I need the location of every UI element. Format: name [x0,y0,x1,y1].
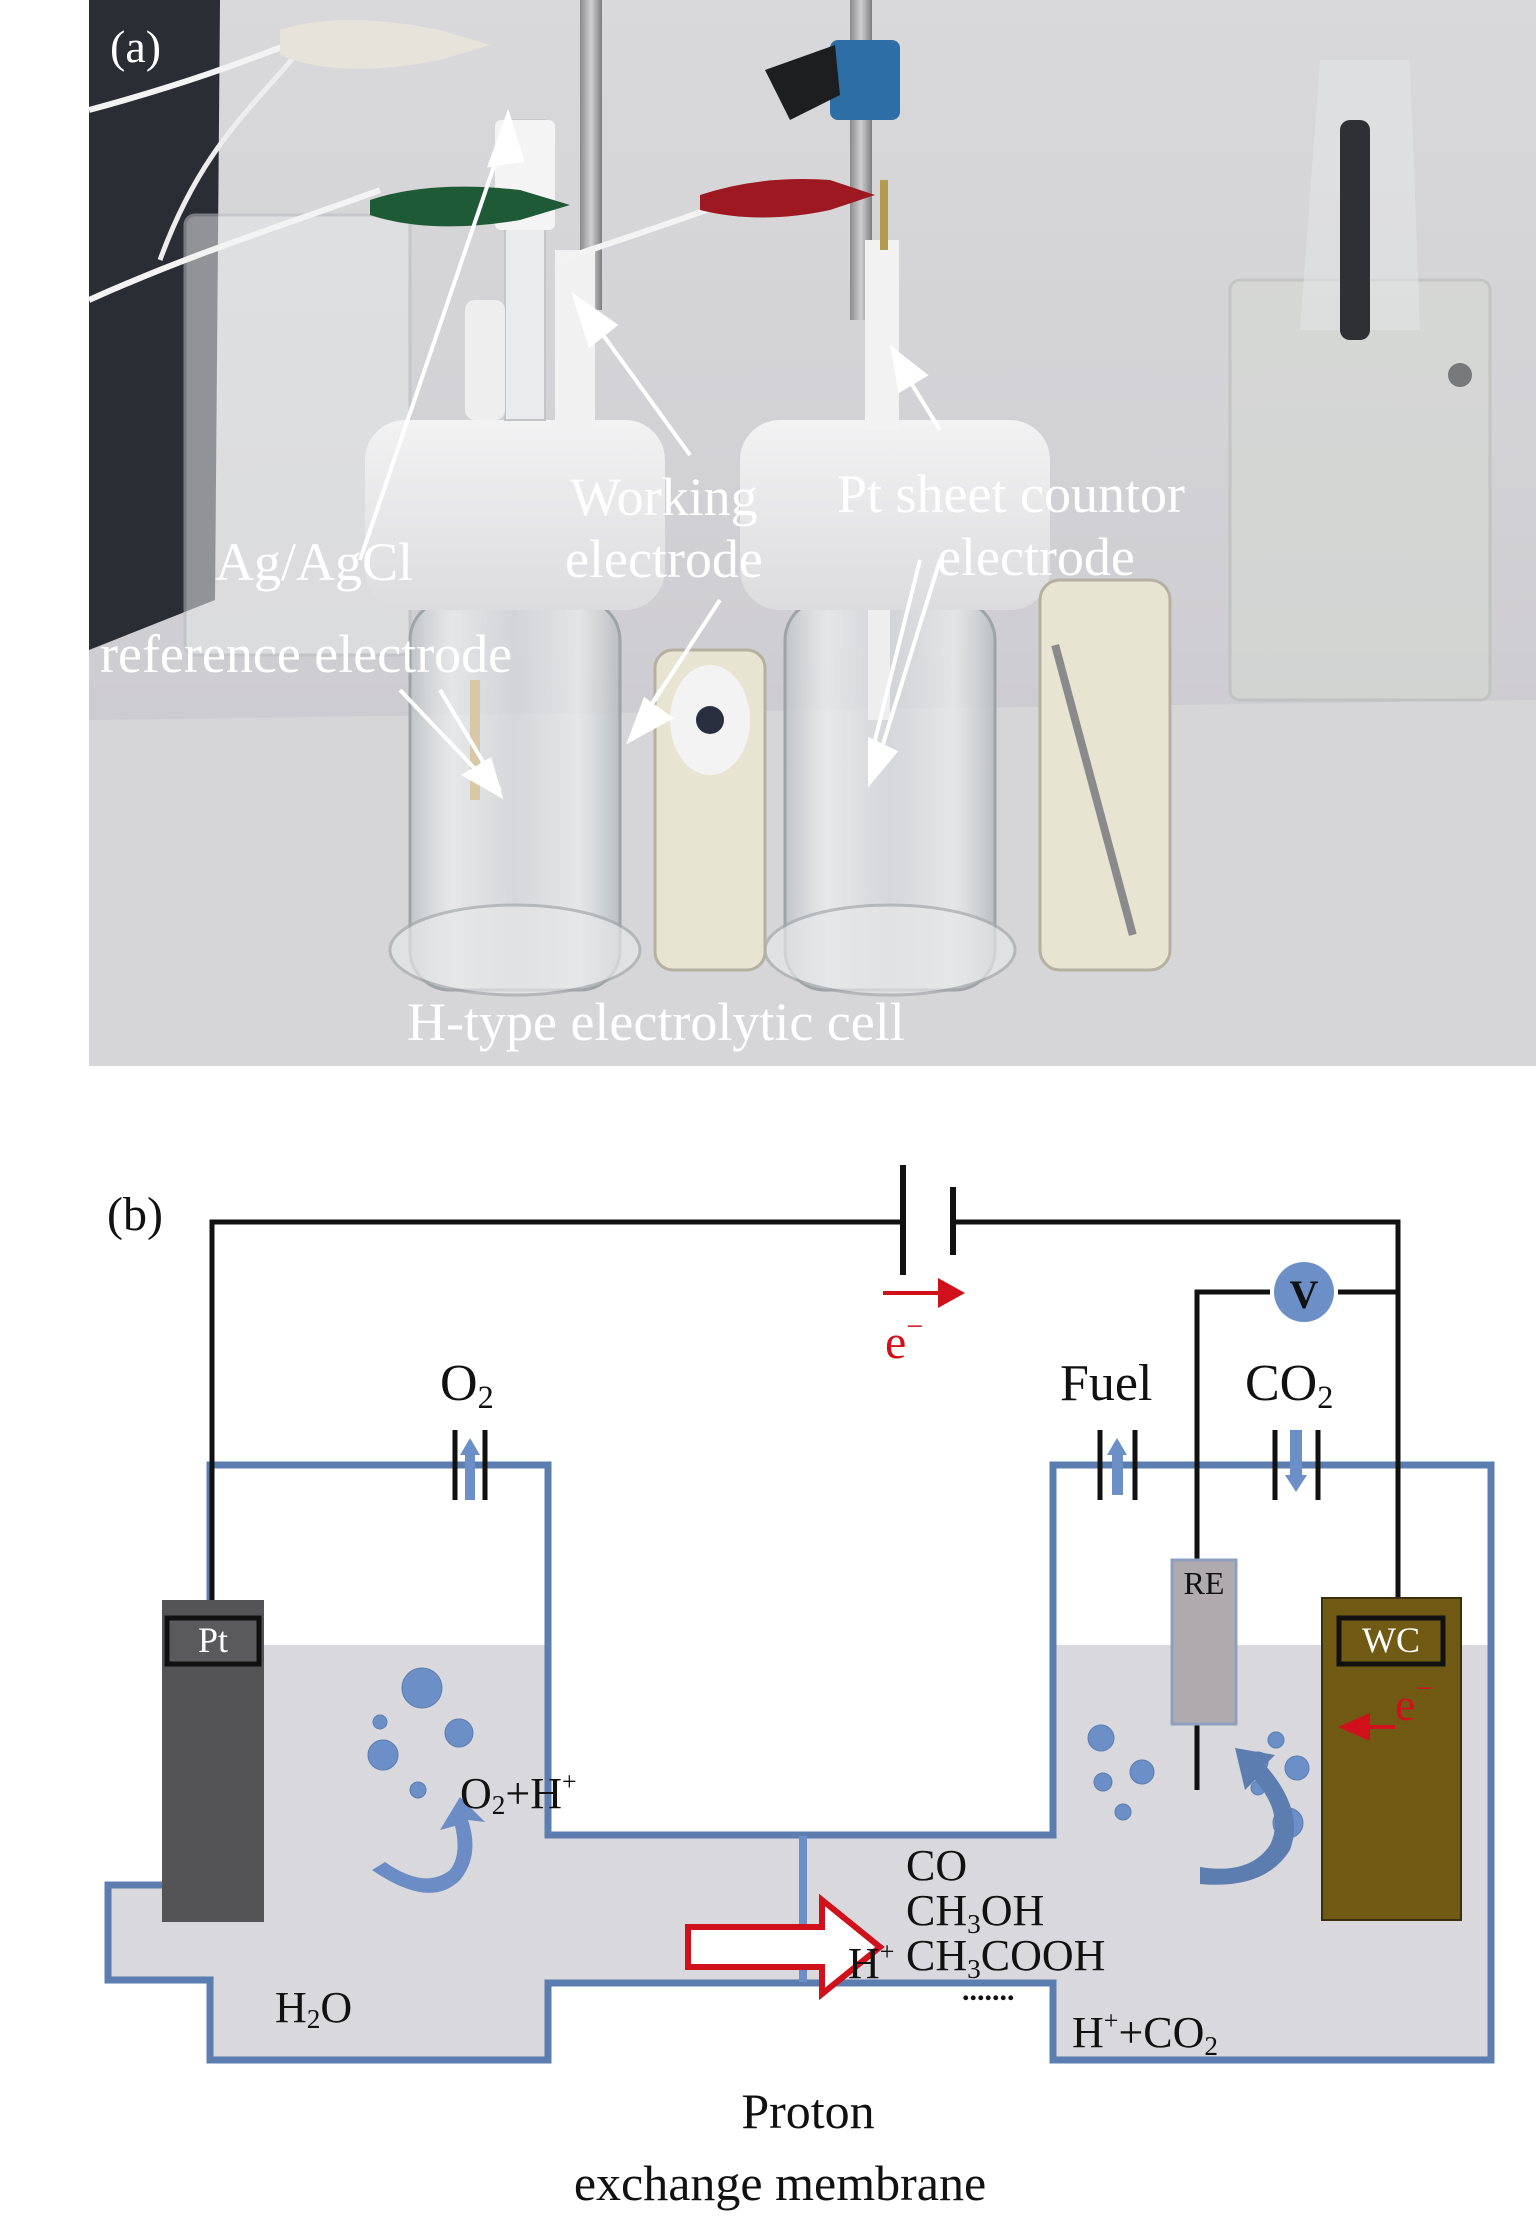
electron-label-top: e− [885,1310,923,1369]
clamp-knob [765,45,840,120]
bubbles [367,1667,1310,1839]
h-cell-outline [104,1461,1495,2064]
product-methanol: CH3OH [906,1886,1044,1939]
voltmeter-label: V [1290,1272,1319,1317]
voltmeter: V [1274,1262,1334,1322]
reference-electrode: RE [1170,1558,1238,1726]
background-knob [1448,363,1472,387]
proton-label: H+ [848,1937,894,1988]
anode-product-label: O2+H+ [460,1767,577,1820]
fuel-port [1097,1430,1138,1500]
wc-electron-arrowhead [1338,1713,1370,1741]
cathode-reaction-arrow [1200,1748,1295,1885]
re-label: RE [1184,1565,1225,1601]
white-alligator-clip [280,20,490,69]
background-jar-right [1228,278,1492,702]
stand-rod-left [580,0,602,310]
co2-label: CO2 [1245,1355,1333,1415]
o2-port [452,1430,488,1500]
wc-label: WC [1362,1620,1420,1660]
reference-label-line1: Ag/AgCl [215,532,413,592]
panel-a-photo: (a) Ag/AgCl reference electrode Working … [87,0,1536,1066]
panel-b-label: (b) [107,1188,163,1241]
membrane-label-line1: Proton [741,2083,874,2139]
anode-reaction-arrow [372,1797,485,1893]
annotation-arrows [358,108,942,800]
co2-down-arrow-icon [1285,1475,1307,1492]
electron-arrowhead [938,1278,965,1308]
proton-transport-arrow [685,1893,885,2001]
anode-reactant-label: H2O [275,1983,352,2034]
panel-a-label: (a) [110,21,161,72]
working-label-line2: electrode [565,529,763,589]
left-cell [365,119,665,997]
working-electrode: WC e− [1321,1597,1462,1921]
membrane-label-line2: exchange membrane [574,2155,986,2211]
voltmeter-circle [1274,1262,1334,1322]
cell-label: H-type electrolytic cell [407,992,905,1052]
co2-port [1272,1430,1321,1500]
fuel-up-arrow-icon [1107,1438,1127,1455]
pt-electrode: Pt [162,1600,264,1922]
counter-label-line1: Pt sheet countor [837,464,1185,524]
blue-clamp [830,40,900,120]
product-acetic-acid: CH3COOH [906,1931,1105,1984]
green-alligator-clip [370,186,570,227]
working-label-line1: Working [570,467,758,527]
panel-b-diagram: (b) e− V O2 [104,1165,1495,2211]
cell-clamps [653,578,1172,972]
cathode-reactant-label: H++CO2 [1072,2006,1218,2061]
electron-label-wc: e− [1395,1672,1432,1730]
reference-label-line2: reference electrode [100,624,512,684]
red-alligator-clip [700,179,875,218]
pt-label: Pt [198,1620,228,1660]
product-co: CO [906,1841,967,1890]
counter-label-line2: electrode [937,527,1135,587]
background-clip [1340,120,1370,340]
product-ellipsis: ....... [962,1974,1015,2007]
o2-up-arrow-icon [460,1438,480,1455]
lead-wires [87,20,875,303]
right-cell [740,180,1050,997]
o2-label: O2 [440,1355,494,1415]
fuel-label: Fuel [1060,1355,1152,1412]
